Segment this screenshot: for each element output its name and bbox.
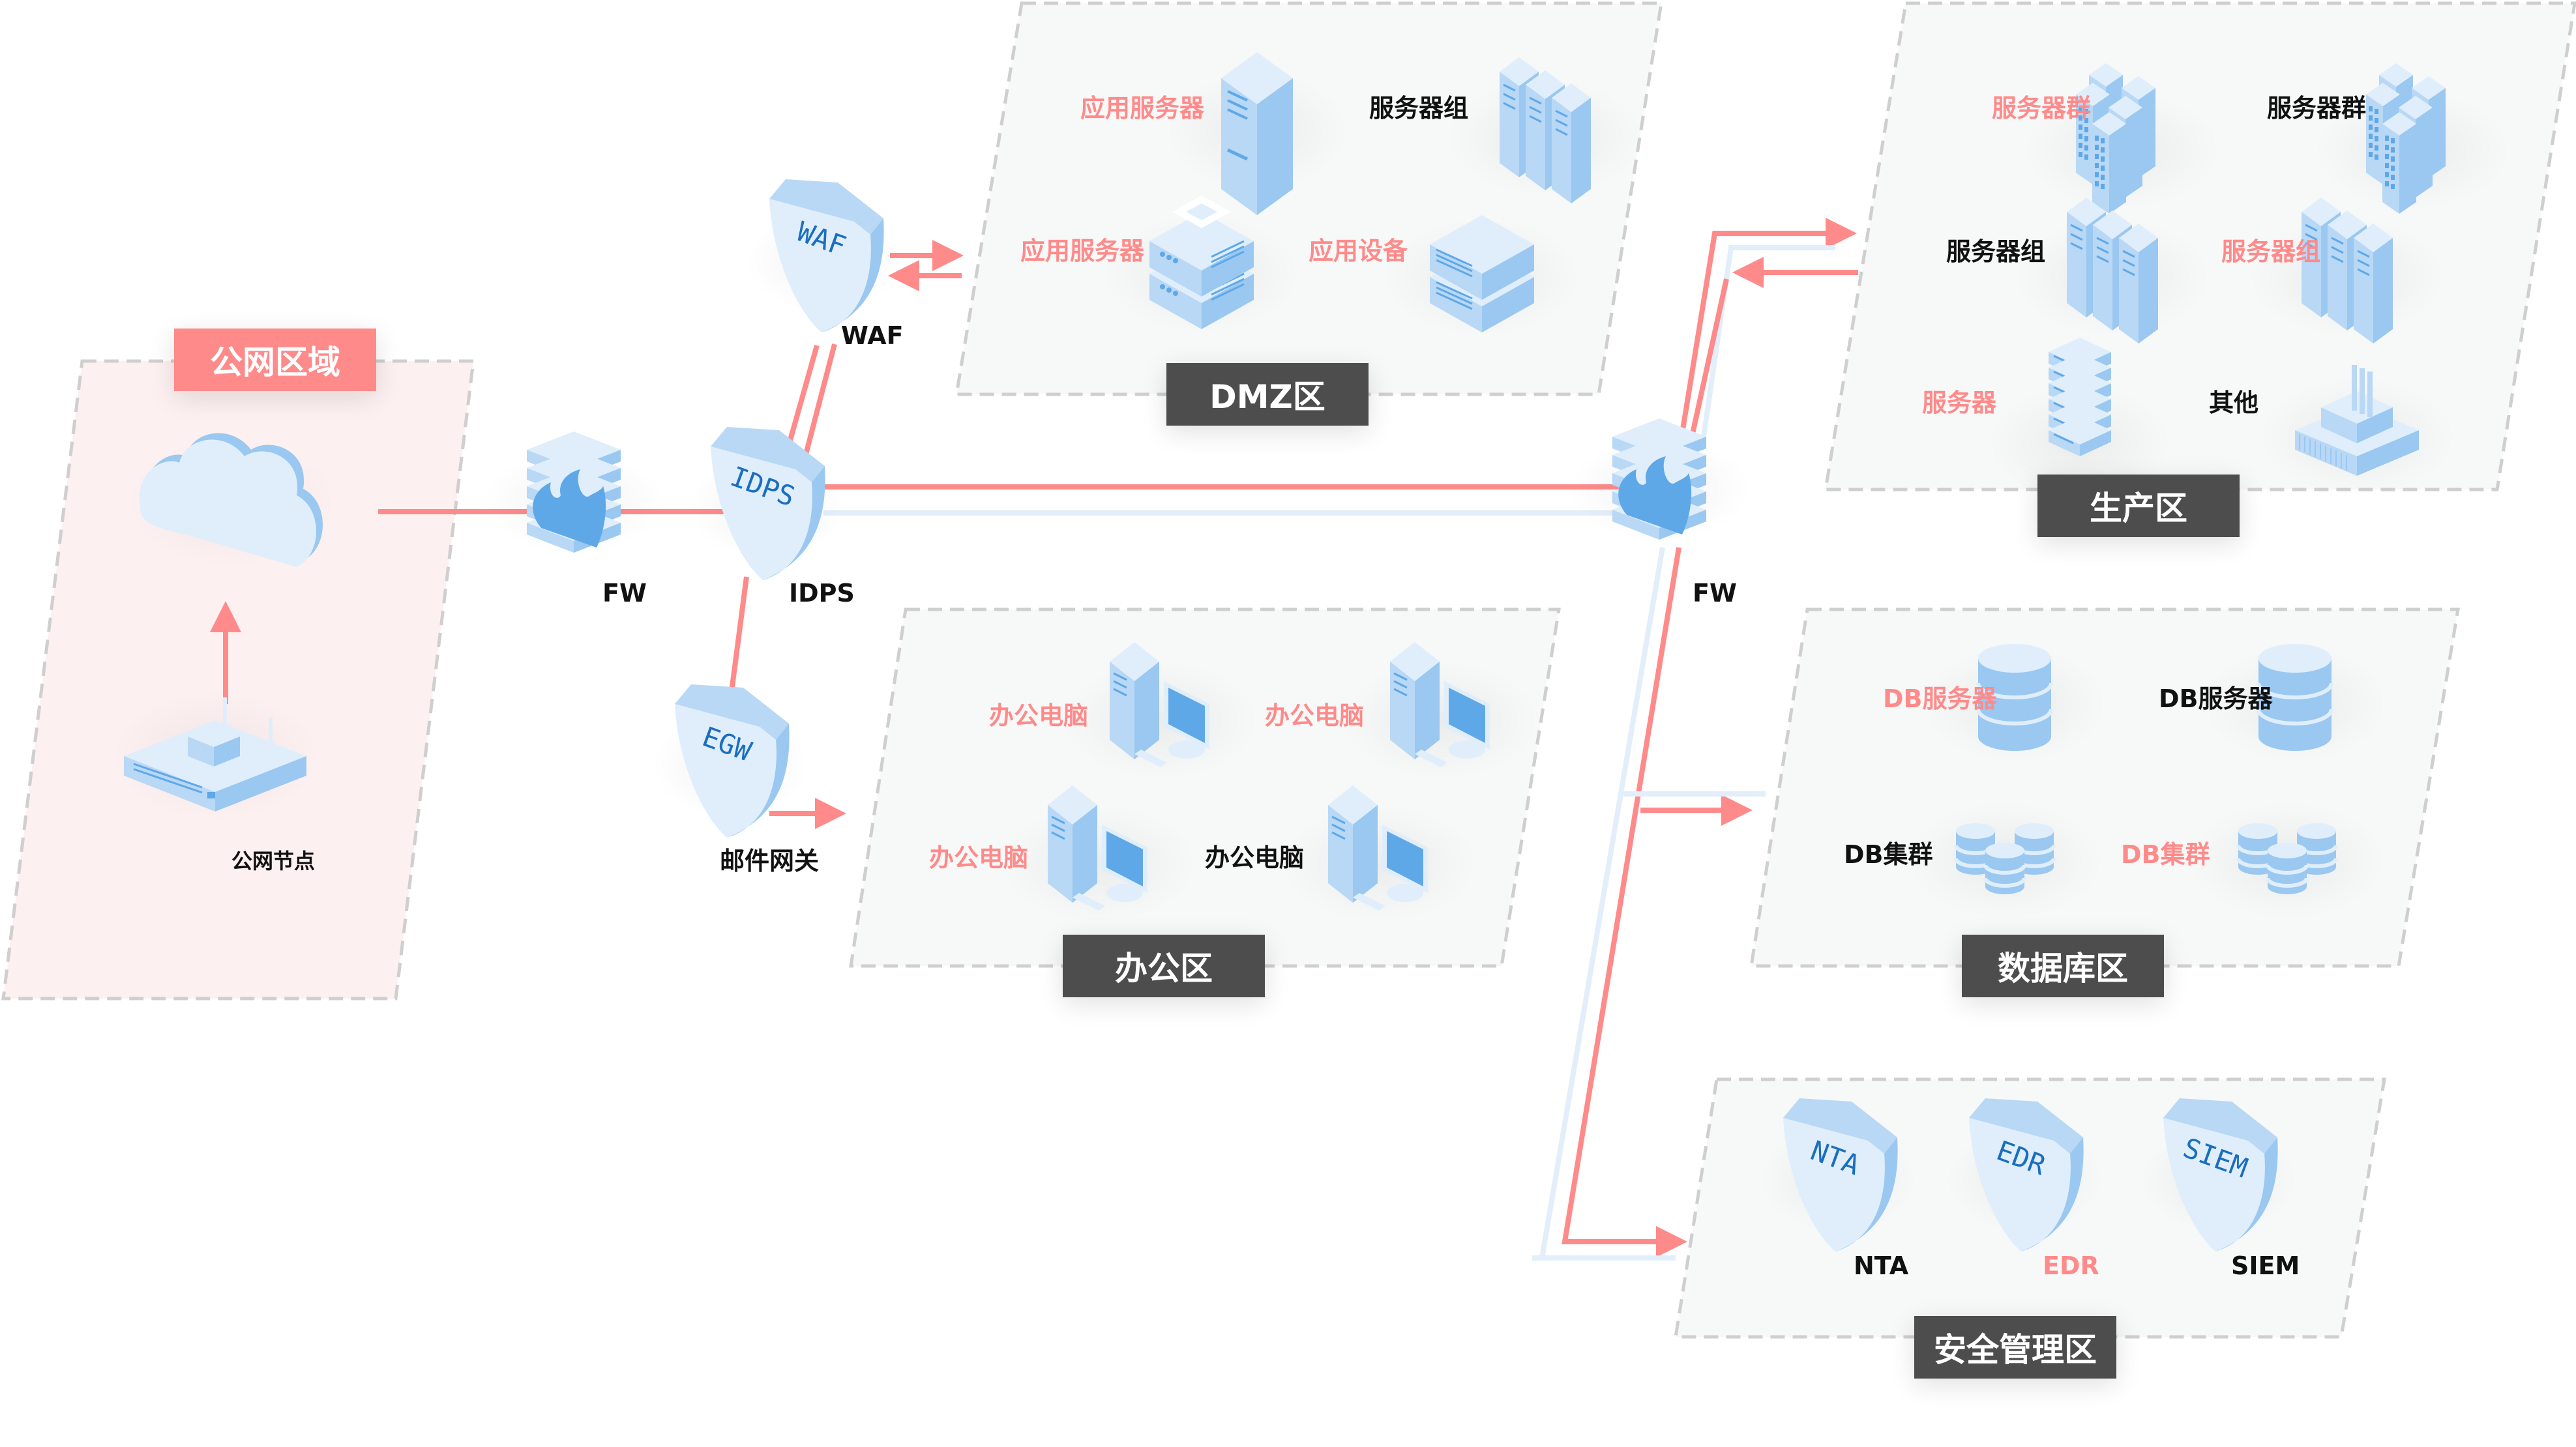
dmz-item-label: 应用服务器 xyxy=(1020,237,1145,265)
link-idps-waf-b xyxy=(799,343,837,471)
firewall-icon xyxy=(1568,418,1751,541)
database-item-label: DB服务器 xyxy=(2159,684,2273,713)
egw-label: 邮件网关 xyxy=(720,847,820,875)
production-item-label: 服务器群 xyxy=(2267,94,2367,123)
zone-title-production: 生产区 xyxy=(2037,475,2240,537)
tower-server-icon xyxy=(1166,52,1348,215)
desktop-pc-icon xyxy=(1063,642,1258,779)
link-fw2-trunk-secondary xyxy=(1532,547,1676,1261)
office-item-label: 办公电脑 xyxy=(929,843,1029,872)
shield-icon: NTA xyxy=(1760,1098,1917,1251)
database-cluster-icon xyxy=(1907,802,2103,919)
database-item-label: DB集群 xyxy=(1844,840,1933,869)
factory-icon xyxy=(2259,365,2455,495)
server-cluster-icon xyxy=(2024,63,2220,214)
security-item-label: EDR xyxy=(2043,1251,2099,1280)
dmz-item-label: 服务器组 xyxy=(1369,94,1469,123)
link-idps-waf-a xyxy=(783,344,820,458)
security-item-label: SIEM xyxy=(2231,1251,2300,1280)
shield-icon: EGW xyxy=(652,684,808,838)
shield-icon: WAF xyxy=(747,179,903,332)
cloud-icon xyxy=(127,433,336,567)
dmz-item-label: 应用服务器 xyxy=(1080,94,1205,123)
zone-title-dmz: DMZ区 xyxy=(1166,363,1369,426)
router-icon xyxy=(111,691,319,821)
desktop-pc-icon xyxy=(1001,785,1196,922)
stacked-server-icon xyxy=(1104,196,1299,332)
link-fw2-trunk xyxy=(1562,547,1687,1257)
zone-public xyxy=(1,359,475,1001)
production-item-label: 服务器群 xyxy=(1992,94,2092,123)
shield-icon: IDPS xyxy=(688,427,844,580)
production-item-label: 服务器组 xyxy=(1946,237,2046,266)
firewall-icon xyxy=(482,431,665,554)
office-item-label: 办公电脑 xyxy=(1265,701,1365,730)
zone-title-office: 办公区 xyxy=(1063,935,1265,997)
dmz-item-label: 应用设备 xyxy=(1309,237,1408,265)
zone-title-public: 公网区域 xyxy=(174,329,376,391)
database-cluster-icon xyxy=(2189,802,2385,919)
server-group-icon xyxy=(2015,197,2210,343)
database-icon xyxy=(2204,644,2386,763)
server-group-icon xyxy=(2249,197,2445,343)
link-fw2-production-out xyxy=(1680,218,1857,434)
fw2-label: FW xyxy=(1693,579,1737,607)
production-item-label: 其他 xyxy=(2209,388,2259,417)
security-item-label: NTA xyxy=(1854,1251,1909,1280)
shield-icon: EDR xyxy=(1946,1098,2103,1251)
office-item-label: 办公电脑 xyxy=(1205,843,1305,872)
zone-title-security: 安全管理区 xyxy=(1914,1316,2116,1379)
zone-title-database: 数据库区 xyxy=(1962,935,2164,997)
waf-label: WAF xyxy=(841,321,904,350)
office-item-label: 办公电脑 xyxy=(989,701,1089,730)
rack-server-icon xyxy=(1989,338,2171,502)
production-item-label: 服务器 xyxy=(1922,388,1997,417)
server-group-icon xyxy=(1447,57,1643,203)
shield-icon: SIEM xyxy=(2140,1098,2297,1251)
database-item-label: DB服务器 xyxy=(1883,684,1997,713)
appliance-icon xyxy=(1384,215,1580,336)
fw1-label: FW xyxy=(602,579,647,607)
link-production-fw2-in-v xyxy=(1689,278,1729,437)
zone-dmz xyxy=(955,1,1663,396)
database-icon xyxy=(1923,644,2106,763)
production-item-label: 服务器组 xyxy=(2221,237,2321,266)
desktop-pc-icon xyxy=(1343,642,1539,779)
desktop-pc-icon xyxy=(1281,785,1477,922)
database-item-label: DB集群 xyxy=(2121,840,2210,869)
link-production-fw2-secondary xyxy=(1699,245,1835,450)
idps-label: IDPS xyxy=(789,579,855,607)
server-cluster-icon xyxy=(2315,63,2510,214)
public-node-label: 公网节点 xyxy=(231,849,316,873)
